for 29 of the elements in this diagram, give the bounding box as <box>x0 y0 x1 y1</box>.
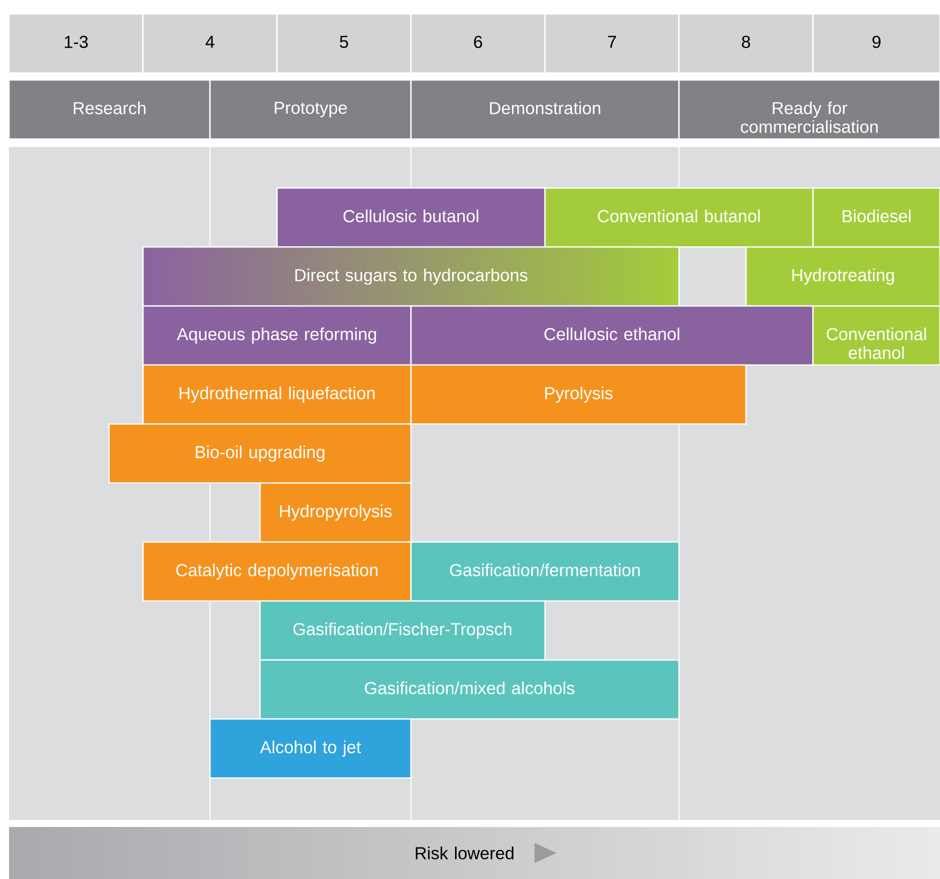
scale-cell: 6 <box>410 13 546 74</box>
risk-bar: Risk lowered <box>416 843 556 863</box>
process-bar: Hydrothermal liquefaction <box>142 364 412 425</box>
process-bar: Alcohol to jet <box>209 718 412 779</box>
phase-cell: Ready for commercialisation <box>678 79 940 140</box>
scale-cell: 7 <box>544 13 680 74</box>
scale-cell: 9 <box>812 13 940 74</box>
scale-cell: 1-3 <box>8 13 144 74</box>
process-bar: Direct sugars to hydrocarbons <box>142 246 680 307</box>
scale-cell: 4 <box>142 13 278 74</box>
process-bar: Gasification/mixed alcohols <box>259 659 680 720</box>
scale-cell: 5 <box>276 13 412 74</box>
process-bar: Bio-oil upgrading <box>108 423 412 484</box>
process-bar: Catalytic depolymerisation <box>142 541 412 602</box>
process-bar: Biodiesel <box>812 187 940 248</box>
process-bar: Hydropyrolysis <box>259 482 412 543</box>
process-bar: Cellulosic butanol <box>276 187 546 248</box>
process-bar: Cellulosic ethanol <box>410 305 814 366</box>
node-label: Risk lowered <box>416 846 514 860</box>
process-bar: Aqueous phase reforming <box>142 305 412 366</box>
process-bar: Gasification/Fischer-Tropsch <box>259 600 546 661</box>
process-bar: Gasification/fermentation <box>410 541 680 602</box>
phase-cell: Demonstration <box>410 79 680 140</box>
scale-cell: 8 <box>678 13 814 74</box>
phase-cell: Prototype <box>209 79 412 140</box>
phase-cell: Research <box>8 79 211 140</box>
process-bar: Pyrolysis <box>410 364 747 425</box>
process-bar: Conventional ethanol <box>812 305 940 366</box>
process-bar: Hydrotreating <box>745 246 940 307</box>
